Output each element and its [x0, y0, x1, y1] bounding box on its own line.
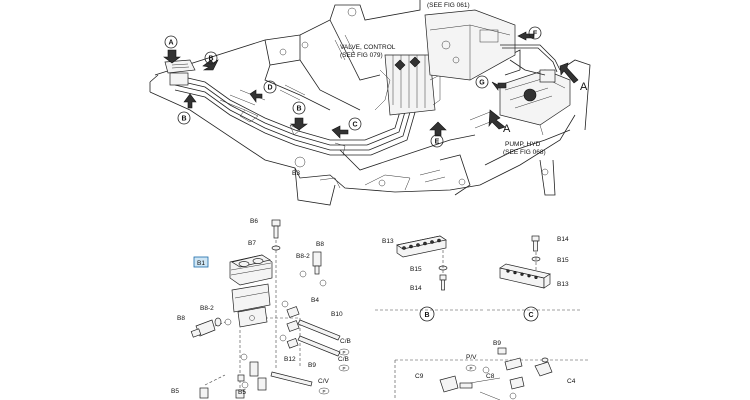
callout-d: D [263, 80, 277, 94]
svg-text:P: P [342, 366, 345, 371]
ref-see-fig-068: (SEE FIG 068) [503, 149, 546, 156]
svg-text:D: D [267, 85, 272, 92]
label-b8-right: B8 [316, 241, 324, 248]
callout-e: E [430, 134, 444, 148]
label-b14-c: B14 [557, 236, 569, 243]
callout-g: G [475, 75, 489, 89]
label-cb-2: C/B [338, 356, 349, 363]
svg-text:B: B [296, 106, 301, 113]
label-b15-c: B15 [557, 257, 569, 264]
label-b5-bottom: B5 [238, 389, 246, 396]
detail-b: B [375, 235, 485, 322]
label-b15-b: B15 [410, 266, 422, 273]
label-b8-2-right: B8-2 [296, 253, 310, 260]
ref-see-fig-061: (SEE FIG 061) [427, 2, 470, 9]
machine-frame [149, 0, 591, 206]
view-arrow-label-a-2: A [503, 123, 511, 135]
svg-text:A: A [168, 40, 173, 47]
callout-b-3: B [292, 101, 306, 115]
label-b9-left: B9 [308, 362, 316, 369]
p-marker-2: P [338, 364, 350, 372]
bottom-right-fittings [394, 347, 590, 400]
ref-pump-hyd: PUMP, HYD [505, 141, 541, 148]
svg-text:P: P [469, 366, 472, 371]
label-b9-right: B9 [493, 340, 501, 347]
ref-valve-control: VALVE, CONTROL [340, 44, 396, 51]
label-b8-left: B8 [177, 315, 185, 322]
svg-text:B: B [181, 116, 186, 123]
detail-b-title: B [424, 312, 429, 319]
top-arrows [163, 31, 579, 139]
label-b13-b: B13 [382, 238, 394, 245]
svg-text:P: P [322, 389, 325, 394]
p-marker-3: P [318, 387, 330, 395]
svg-text:C: C [352, 122, 357, 129]
label-cv: C/V [318, 378, 330, 385]
label-b5: B5 [171, 388, 179, 395]
hydraulic-line-bundle [174, 74, 421, 156]
callout-f: F [528, 26, 542, 40]
label-b6: B6 [250, 218, 258, 225]
label-pv: P/V [466, 354, 477, 361]
p-marker-1: P [338, 348, 350, 356]
detail-c-title: C [528, 312, 533, 319]
svg-text:F: F [533, 31, 538, 38]
pilot-valve-top [164, 59, 196, 86]
svg-text:G: G [479, 80, 485, 87]
label-b14-b: B14 [410, 285, 422, 292]
detail-c: C [487, 235, 580, 322]
svg-text:E: E [435, 139, 440, 146]
ref-see-fig-079: (SEE FIG 079) [340, 52, 383, 59]
p-marker-4: P [465, 364, 477, 372]
label-b1[interactable]: B1 [197, 260, 205, 267]
label-cb-1: C/B [340, 338, 351, 345]
highlight-box-b1[interactable] [193, 256, 209, 268]
label-c4: C4 [567, 378, 576, 385]
label-b4: B4 [311, 297, 319, 304]
label-b12: B12 [284, 356, 296, 363]
view-arrow-label-a-1: A [580, 81, 588, 93]
label-b10: B10 [331, 311, 343, 318]
label-c8: C8 [486, 373, 495, 380]
label-b13-c: B13 [557, 281, 569, 288]
svg-text:P: P [342, 350, 345, 355]
svg-text:B: B [208, 56, 213, 63]
control-valve-block [374, 54, 441, 116]
callout-b-2: B [177, 111, 191, 125]
exploded-pilot-valve [190, 219, 341, 399]
hydraulic-pump [499, 59, 571, 136]
callout-a-top: A [164, 35, 178, 49]
callout-c-top: C [348, 117, 362, 131]
label-c9: C9 [415, 373, 424, 380]
label-b8-2-left: B8-2 [200, 305, 214, 312]
label-b3: B3 [292, 170, 300, 177]
upper-valve-block [424, 9, 561, 81]
callout-b-1: B [204, 51, 218, 65]
label-b7: B7 [248, 240, 256, 247]
